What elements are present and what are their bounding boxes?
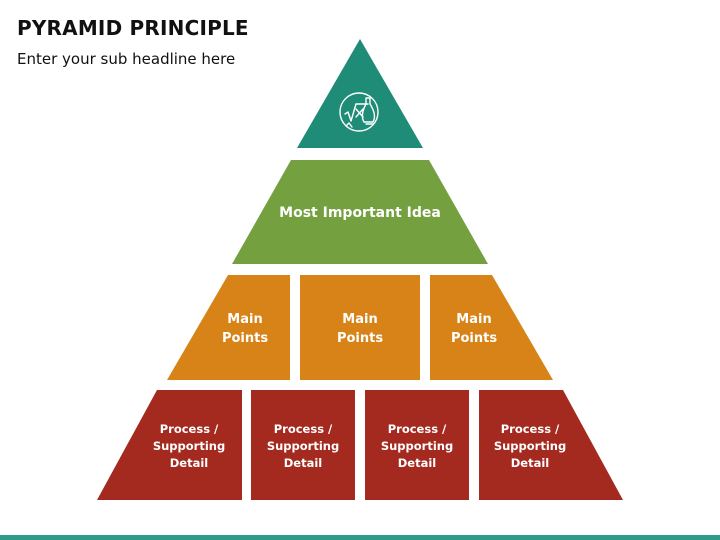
page-subtitle: Enter your sub headline here xyxy=(17,50,236,68)
main-point-3-line1: Main xyxy=(456,312,491,327)
footer-accent-bar xyxy=(0,535,720,540)
most-important-idea-label: Most Important Idea xyxy=(279,205,441,221)
detail-4-line1: Process / xyxy=(501,422,560,436)
detail-3-line1: Process / xyxy=(388,422,447,436)
detail-block-3 xyxy=(365,390,469,500)
main-point-1-line1: Main xyxy=(227,312,262,327)
main-point-block-1 xyxy=(167,275,290,380)
math-science-icon xyxy=(339,92,379,132)
detail-1-line1: Process / xyxy=(160,422,219,436)
detail-3-line3: Detail xyxy=(398,456,437,470)
detail-block-4 xyxy=(479,390,623,500)
detail-1-line2: Supporting xyxy=(153,439,225,453)
detail-block-2 xyxy=(251,390,355,500)
main-point-block-3 xyxy=(430,275,553,380)
detail-3-line2: Supporting xyxy=(381,439,453,453)
detail-block-1 xyxy=(97,390,242,500)
detail-1-line3: Detail xyxy=(170,456,209,470)
detail-4-line2: Supporting xyxy=(494,439,566,453)
detail-4-line3: Detail xyxy=(511,456,550,470)
detail-2-line1: Process / xyxy=(274,422,333,436)
detail-2-line3: Detail xyxy=(284,456,323,470)
main-point-block-2 xyxy=(300,275,420,380)
page-title: PYRAMID PRINCIPLE xyxy=(17,16,249,40)
pyramid-level-most-important xyxy=(232,160,488,264)
main-point-2-line2: Points xyxy=(337,331,383,346)
main-point-1-line2: Points xyxy=(222,331,268,346)
main-point-2-line1: Main xyxy=(342,312,377,327)
main-point-3-line2: Points xyxy=(451,331,497,346)
detail-2-line2: Supporting xyxy=(267,439,339,453)
